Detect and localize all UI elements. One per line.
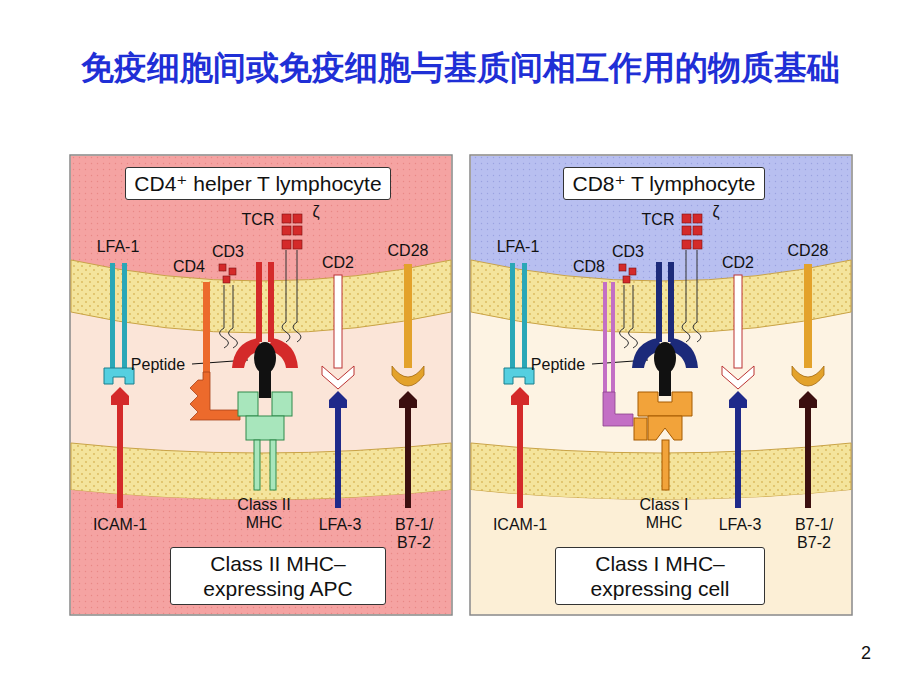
molecule-name: CD28 [788, 242, 829, 260]
molecule-name: Class II MHC [232, 496, 296, 531]
cd8-panel [470, 155, 852, 615]
cd4-panel [70, 155, 452, 615]
molecule-name: CD3 [212, 243, 244, 261]
molecule-name: CD2 [722, 254, 754, 272]
molecule-name: LFA-1 [497, 238, 540, 256]
chain-symbol: ζ [312, 203, 319, 221]
molecule-name: CD2 [322, 254, 354, 272]
box-text: CD4⁺ helper T lymphocyte [134, 171, 381, 196]
molecule-name: Class I MHC [632, 496, 696, 531]
box-text: Class I MHC– expressing cell [564, 551, 756, 601]
box-text: Class II MHC– expressing APC [179, 551, 377, 601]
molecule-name: B7-1/ B7-2 [390, 516, 438, 551]
label-box: CD4⁺ helper T lymphocyte [125, 167, 390, 200]
molecule-name: B7-1/ B7-2 [790, 516, 838, 551]
molecule-name: LFA-3 [719, 516, 762, 534]
molecule-name: CD3 [612, 243, 644, 261]
molecule-name: Peptide [531, 356, 585, 374]
molecule-name: TCR [242, 211, 275, 229]
chain-symbol: ζ [712, 203, 719, 221]
molecule-name: LFA-3 [319, 516, 362, 534]
label-box: Class II MHC– expressing APC [170, 547, 386, 605]
slide-title: 免疫细胞间或免疫细胞与基质间相互作用的物质基础 [81, 48, 840, 88]
molecule-name: ICAM-1 [93, 516, 147, 534]
page-number: 2 [861, 644, 871, 664]
molecule-name: Peptide [131, 356, 185, 374]
molecule-name: CD28 [388, 242, 429, 260]
label-box: Class I MHC– expressing cell [555, 547, 765, 605]
molecule-name: LFA-1 [97, 238, 140, 256]
molecule-name: CD8 [573, 258, 605, 276]
molecule-name: ICAM-1 [493, 516, 547, 534]
molecule-name: TCR [642, 211, 675, 229]
box-text: CD8⁺ T lymphocyte [572, 171, 755, 196]
label-box: CD8⁺ T lymphocyte [563, 167, 764, 200]
molecule-name: CD4 [173, 258, 205, 276]
